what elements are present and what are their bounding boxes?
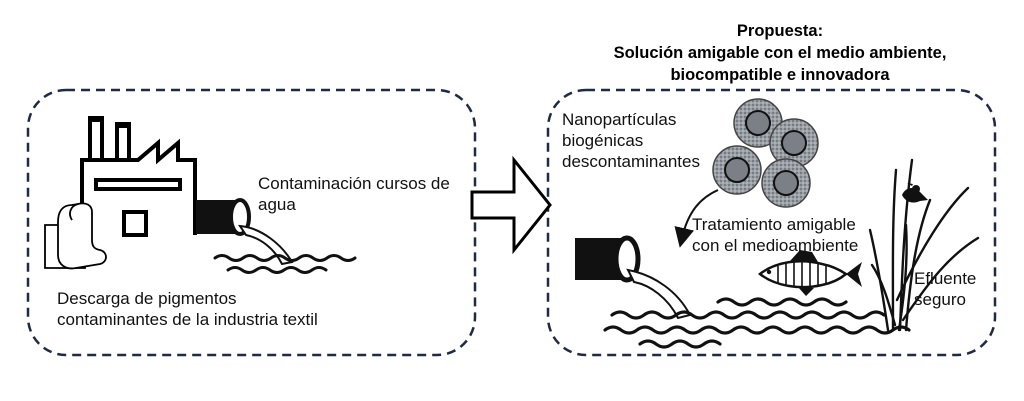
effluent-label: Efluente seguro — [914, 268, 976, 310]
reeds-icon — [868, 158, 980, 332]
arrow-icon — [470, 155, 552, 255]
contamination-label: Contaminación cursos de agua — [258, 173, 450, 215]
contamination-label-line-2: agua — [258, 195, 296, 214]
title-line-1: Propuesta: — [736, 22, 824, 40]
treatment-label: Tratamiento amigable con el medioambient… — [692, 214, 858, 256]
discharge-label: Descarga de pigmentos contaminantes de l… — [57, 288, 318, 330]
nanoparticle-icon — [761, 158, 811, 208]
title-line-3: biocompatible e innovadora — [670, 66, 890, 84]
effluent-label-line-1: Efluente — [914, 269, 977, 288]
contamination-label-line-1: Contaminación cursos de — [258, 174, 450, 193]
treatment-label-line-1: Tratamiento amigable — [692, 215, 856, 234]
fabric-roll-icon — [44, 202, 107, 270]
effluent-label-line-2: seguro — [914, 290, 966, 309]
nanoparticles-label-line-1: Nanopartículas — [562, 110, 677, 129]
title-line-2: Solución amigable con el medio ambiente, — [613, 44, 947, 62]
water-waves-icon — [603, 297, 911, 349]
water-waves-icon — [213, 254, 357, 274]
discharge-label-line-2: contaminantes de la industria textil — [57, 310, 318, 329]
nanoparticle-icon — [712, 145, 762, 195]
nanoparticles-label-line-2: biogénicas — [562, 131, 644, 150]
factory-icon — [80, 116, 197, 237]
nanoparticle-icon — [769, 118, 819, 168]
bird-icon — [902, 183, 928, 203]
nanoparticles-label: Nanopartículas biogénicas descontaminant… — [562, 109, 700, 172]
pipe-icon — [575, 235, 692, 320]
treatment-label-line-2: con el medioambiente — [692, 236, 859, 255]
discharge-label-line-1: Descarga de pigmentos — [57, 289, 237, 308]
left-panel — [26, 88, 477, 357]
right-panel — [546, 88, 997, 357]
treatment-arrow-icon — [674, 189, 719, 248]
proposal-title: Propuesta: Solución amigable con el medi… — [560, 20, 1000, 86]
fish-icon — [757, 250, 862, 296]
nanoparticle-cluster — [712, 98, 819, 208]
nanoparticles-label-line-3: descontaminantes — [562, 152, 700, 171]
